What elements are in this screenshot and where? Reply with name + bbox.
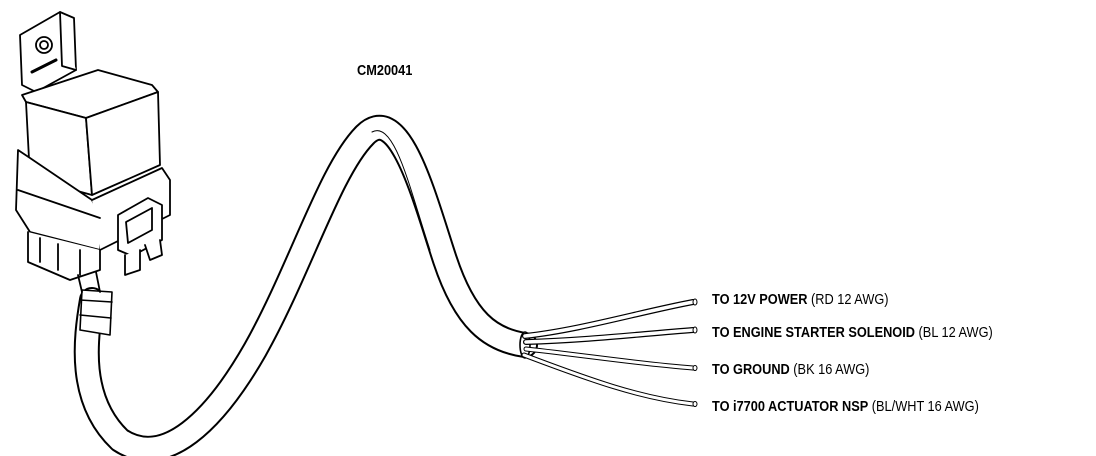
part-number-label: CM20041 [357, 63, 413, 79]
wire-dest-12v-power: TO 12V POWER [712, 292, 808, 308]
wire-actuator-nsp [521, 352, 698, 407]
wire-label-starter-solenoid: TO ENGINE STARTER SOLENOID (BL 12 AWG) [712, 324, 993, 342]
wire-spec-12v-power: (RD 12 AWG) [811, 292, 889, 308]
wire-12v-power [522, 298, 698, 339]
wire-label-12v-power: TO 12V POWER (RD 12 AWG) [712, 291, 889, 309]
mounting-tab [19, 11, 77, 93]
wire-spec-ground: (BK 16 AWG) [793, 362, 870, 378]
wire-starter-solenoid [523, 326, 698, 345]
wire-dest-ground: TO GROUND [712, 362, 790, 378]
wire-ground [523, 346, 698, 371]
wire-dest-starter-solenoid: TO ENGINE STARTER SOLENOID [712, 325, 916, 341]
relay-body [15, 69, 171, 293]
wire-spec-actuator-nsp: (BL/WHT 16 AWG) [871, 399, 979, 415]
wire-label-actuator-nsp: TO i7700 ACTUATOR NSP (BL/WHT 16 AWG) [712, 398, 979, 416]
wire-dest-actuator-nsp: TO i7700 ACTUATOR NSP [712, 399, 869, 415]
strain-relief-sleeve [79, 289, 113, 336]
wire-spec-starter-solenoid: (BL 12 AWG) [918, 325, 993, 341]
wire-label-ground: TO GROUND (BK 16 AWG) [712, 361, 869, 379]
